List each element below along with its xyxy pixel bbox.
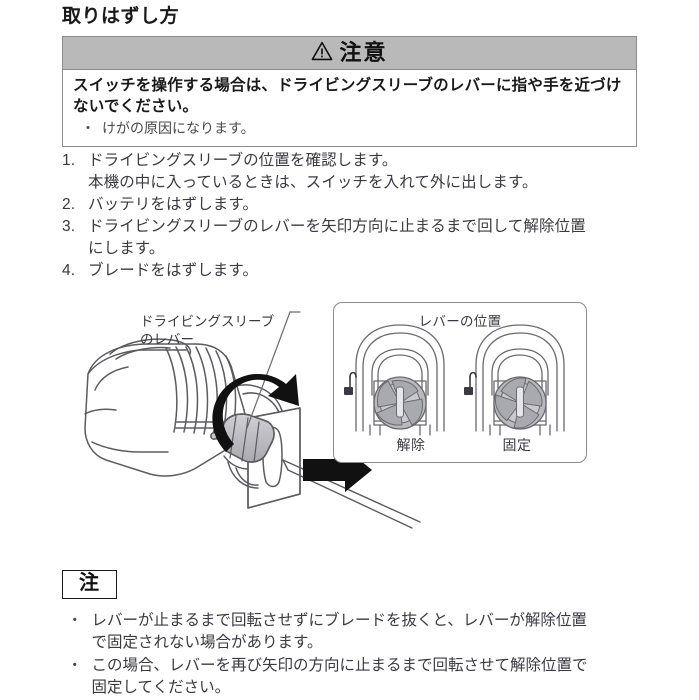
step-number: 3. xyxy=(62,218,76,235)
step-text-line2: 本機の中に入っているときは、スイッチを入れて外に出します。 xyxy=(88,174,538,191)
step-text-line1: バッテリをはずします。 xyxy=(88,196,259,213)
note-item-line1: レバーが止まるまで回転させずにブレードを抜くと、レバーが解除位置 xyxy=(91,612,587,629)
open-lock-icon xyxy=(344,371,357,395)
lever-panel-unlocked xyxy=(344,324,445,436)
lever-position-diagrams xyxy=(344,324,565,436)
lever-panel-locked xyxy=(464,324,565,436)
step-number: 2. xyxy=(62,196,76,213)
reciprocating-saw-illustration xyxy=(84,311,421,529)
inset-title: レバーの位置 xyxy=(418,314,502,329)
callout-label: ドライビングスリーブ のレバー xyxy=(140,313,274,349)
list-item: ・ レバーが止まるまで回転させずにブレードを抜くと、レバーが解除位置 で固定され… xyxy=(62,610,647,654)
step-text: ドライビングスリーブのレバーを矢印方向に止まるまで回して解除位置 にします。 xyxy=(88,216,647,260)
procedure-step-list: 1. ドライビングスリーブの位置を確認します。 本機の中に入っているときは、スイ… xyxy=(62,150,647,282)
caution-sub-item: ・ けがの原因になります。 xyxy=(73,119,626,138)
step-number: 4. xyxy=(62,262,76,279)
caution-title: 注意 xyxy=(339,40,388,65)
caution-box: 注意 スイッチを操作する場合は、ドライビングスリーブのレバーに指や手を近づけない… xyxy=(62,36,637,148)
page-title: 取りはずし方 xyxy=(62,6,180,27)
bullet-mark: ・ xyxy=(81,120,95,137)
note-list: ・ レバーが止まるまで回転させずにブレードを抜くと、レバーが解除位置 で固定され… xyxy=(62,610,647,699)
caution-main-text: スイッチを操作する場合は、ドライビングスリーブのレバーに指や手を近づけないでくだ… xyxy=(73,77,622,115)
step-text-line1: ドライビングスリーブの位置を確認します。 xyxy=(88,152,398,169)
illustration-area: ドライビングスリーブ のレバー xyxy=(0,282,699,562)
note-item-line2: で固定されない場合があります。 xyxy=(91,634,323,651)
step-text: バッテリをはずします。 xyxy=(88,194,647,216)
caution-body: スイッチを操作する場合は、ドライビングスリーブのレバーに指や手を近づけないでくだ… xyxy=(63,70,636,146)
list-item: 4. ブレードをはずします。 xyxy=(62,260,647,282)
note-item-line1: この場合、レバーを再び矢印の方向に止まるまで回転させて解除位置で xyxy=(91,657,588,674)
open-lock-icon xyxy=(464,371,477,395)
note-item-text: この場合、レバーを再び矢印の方向に止まるまで回転させて解除位置で 固定してくださ… xyxy=(92,655,588,699)
list-item: 3. ドライビングスリーブのレバーを矢印方向に止まるまで回して解除位置 にします… xyxy=(62,216,647,260)
warning-triangle-icon xyxy=(311,41,333,65)
caution-header: 注意 xyxy=(63,37,636,70)
list-item: 1. ドライビングスリーブの位置を確認します。 本機の中に入っているときは、スイ… xyxy=(62,150,647,194)
caution-sub-item-text: けがの原因になります。 xyxy=(102,120,255,137)
note-section: 注 ・ レバーが止まるまで回転させずにブレードを抜くと、レバーが解除位置 で固定… xyxy=(62,570,647,700)
list-item: ・ この場合、レバーを再び矢印の方向に止まるまで回転させて解除位置で 固定してく… xyxy=(62,655,647,699)
step-text: ドライビングスリーブの位置を確認します。 本機の中に入っているときは、スイッチを… xyxy=(88,150,647,194)
inset-caption-unlocked: 解除 xyxy=(396,437,426,453)
curved-rotation-arrow-icon xyxy=(212,373,299,452)
lever-position-inset: レバーの位置 xyxy=(333,302,587,463)
caution-sub-list: ・ けがの原因になります。 xyxy=(73,119,626,138)
note-item-line2: 固定してください。 xyxy=(91,679,231,696)
callout-label-line1: ドライビングスリーブ xyxy=(140,314,275,329)
step-text-line1: ドライビングスリーブのレバーを矢印方向に止まるまで回して解除位置 xyxy=(88,218,586,235)
callout-label-line2: のレバー xyxy=(140,331,194,347)
bullet-mark: ・ xyxy=(67,612,83,629)
note-badge: 注 xyxy=(62,570,117,599)
bullet-mark: ・ xyxy=(67,657,83,674)
step-text-line2: にします。 xyxy=(88,240,165,257)
note-item-text: レバーが止まるまで回転させずにブレードを抜くと、レバーが解除位置 で固定されない… xyxy=(92,610,587,654)
inset-caption-locked: 固定 xyxy=(502,437,532,453)
step-text-line1: ブレードをはずします。 xyxy=(88,262,259,279)
step-text: ブレードをはずします。 xyxy=(88,260,647,282)
step-number: 1. xyxy=(62,152,76,169)
list-item: 2. バッテリをはずします。 xyxy=(62,194,647,216)
